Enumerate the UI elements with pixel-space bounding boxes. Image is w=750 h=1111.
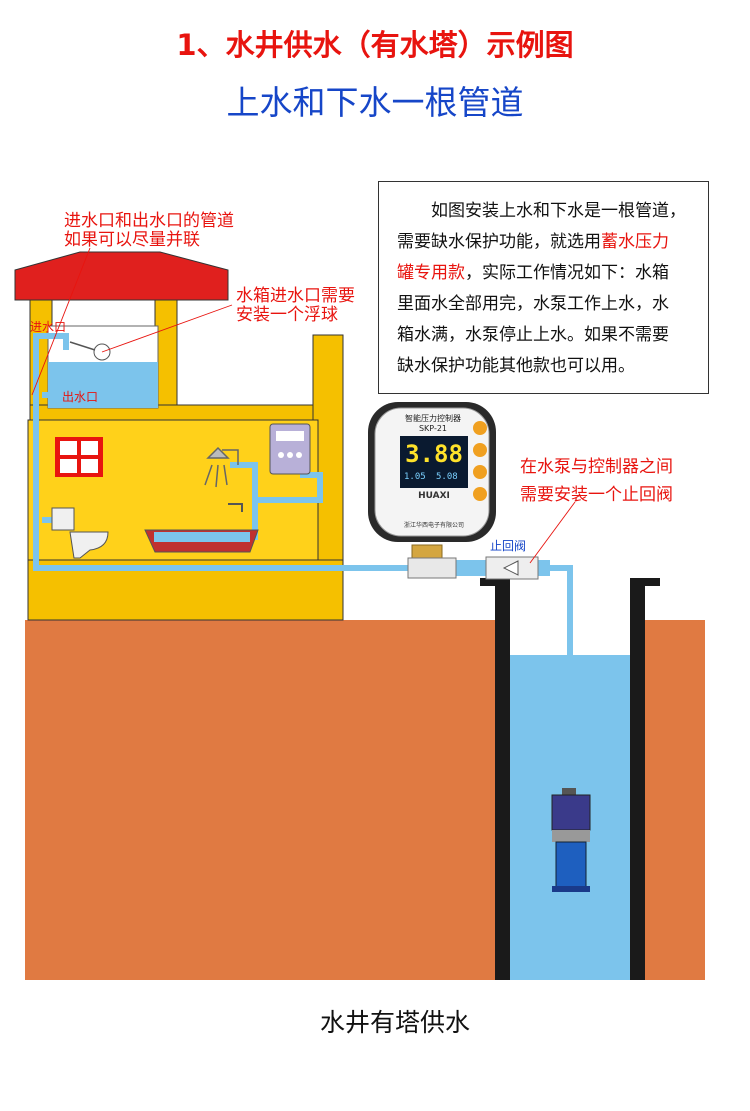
pipe-note-line2: 如果可以尽量并联: [64, 230, 200, 250]
shower-icon: [204, 446, 239, 488]
annotation-lines: [31, 247, 576, 564]
page-title: 1、水井供水（有水塔）示例图: [176, 28, 574, 62]
check-valve-label: 止回阀: [490, 539, 527, 553]
toilet-icon: [51, 507, 109, 559]
valve-note: 在水泵与控制器之间 需要安装一个止回阀: [520, 453, 673, 509]
diagram-caption: 水井有塔供水: [319, 1008, 470, 1037]
info-line-4: 里面水全部用完，水泵工作上水，水: [397, 294, 669, 314]
info-box: 如图安装上水和下水是一根管道， 需要缺水保护功能，就选用蓄水压力 罐专用款，实际…: [378, 181, 709, 394]
controller-display-value: 3.88: [405, 440, 463, 468]
inlet-label: 进水口: [30, 320, 67, 334]
info-line-2: 需要缺水保护功能，就选用蓄水压力: [397, 232, 669, 252]
controller-sub-value-b: 5.08: [436, 472, 458, 482]
check-valve-icon: [485, 556, 539, 580]
pipe-note-line1: 进水口和出水口的管道: [64, 211, 234, 231]
roof: [14, 251, 229, 301]
submersible-pump-icon: [551, 788, 591, 892]
bathtub-icon: [144, 503, 259, 553]
info-highlight-b: 罐专用款: [397, 263, 465, 283]
info-highlight-a: 蓄水压力: [601, 232, 669, 252]
float-note-line2: 安装一个浮球: [236, 305, 338, 325]
controller-model: SKP-21: [418, 424, 448, 433]
water-heater-icon: [269, 423, 311, 475]
valve-note-line1: 在水泵与控制器之间: [520, 457, 673, 477]
page-subtitle: 上水和下水一根管道: [226, 83, 524, 122]
pipe-note: 进水口和出水口的管道 如果可以尽量并联: [64, 212, 234, 250]
info-line-1: 如图安装上水和下水是一根管道，: [431, 201, 686, 221]
controller-sub-value-a: 1.05: [404, 472, 426, 482]
window-icon: [55, 437, 103, 477]
info-line-3: 罐专用款，实际工作情况如下：水箱: [397, 263, 669, 283]
pressure-controller-icon: [368, 402, 496, 542]
info-line-5: 箱水满，水泵停止上水。如果不需要: [397, 325, 669, 345]
controller-title: 智能压力控制器: [405, 414, 461, 423]
info-line-6: 缺水保护功能其他款也可以用。: [397, 356, 635, 376]
outlet-label: 出水口: [62, 390, 99, 404]
controller-brand: HUAXI: [418, 491, 450, 501]
float-note-line1: 水箱进水口需要: [236, 286, 355, 306]
valve-note-line2: 需要安装一个止回阀: [520, 485, 673, 505]
float-note: 水箱进水口需要 安装一个浮球: [236, 287, 355, 325]
controller-company: 浙江华西电子有限公司: [403, 522, 464, 529]
